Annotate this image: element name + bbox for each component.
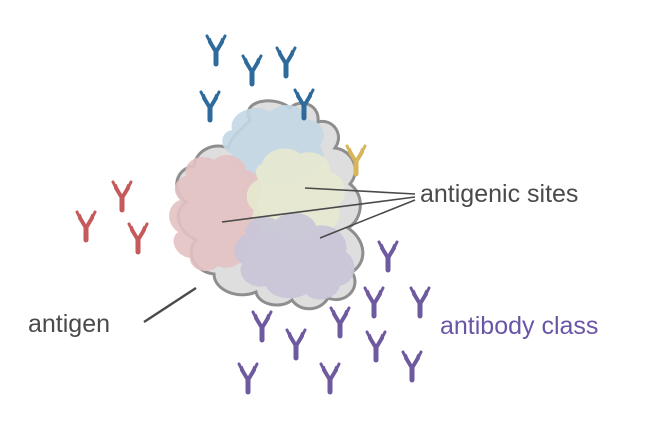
leader-line-yellow-site xyxy=(304,187,416,195)
antibody-icon xyxy=(379,242,397,270)
antigenic-site-purple xyxy=(234,212,355,300)
antibody-icon xyxy=(253,312,271,340)
antibody-icon xyxy=(411,288,429,316)
label-antigenic-sites: antigenic sites xyxy=(420,180,578,208)
label-antigen: antigen xyxy=(28,310,110,338)
label-antibody-class: antibody class xyxy=(440,312,598,340)
antibody-icon xyxy=(321,364,339,392)
antibody-icon xyxy=(287,330,305,358)
antibody-icon xyxy=(331,308,349,336)
antibody-icon xyxy=(207,36,225,64)
antibody-icon xyxy=(243,56,261,84)
antibody-icon xyxy=(403,352,421,380)
antibody-icon xyxy=(129,224,147,252)
antibody-icon xyxy=(77,212,95,240)
leader-line-red-site xyxy=(221,196,416,223)
antibody-icon xyxy=(239,364,257,392)
antibody-icon xyxy=(201,92,219,120)
leader-line-antigen xyxy=(143,286,197,324)
antibody-icon xyxy=(365,288,383,316)
leader-lines xyxy=(143,187,416,324)
antibody-icon xyxy=(367,332,385,360)
antibody-group-red xyxy=(77,182,147,252)
leader-line-purple-site xyxy=(319,199,416,239)
antibody-icon xyxy=(277,48,295,76)
antibody-icon xyxy=(113,182,131,210)
